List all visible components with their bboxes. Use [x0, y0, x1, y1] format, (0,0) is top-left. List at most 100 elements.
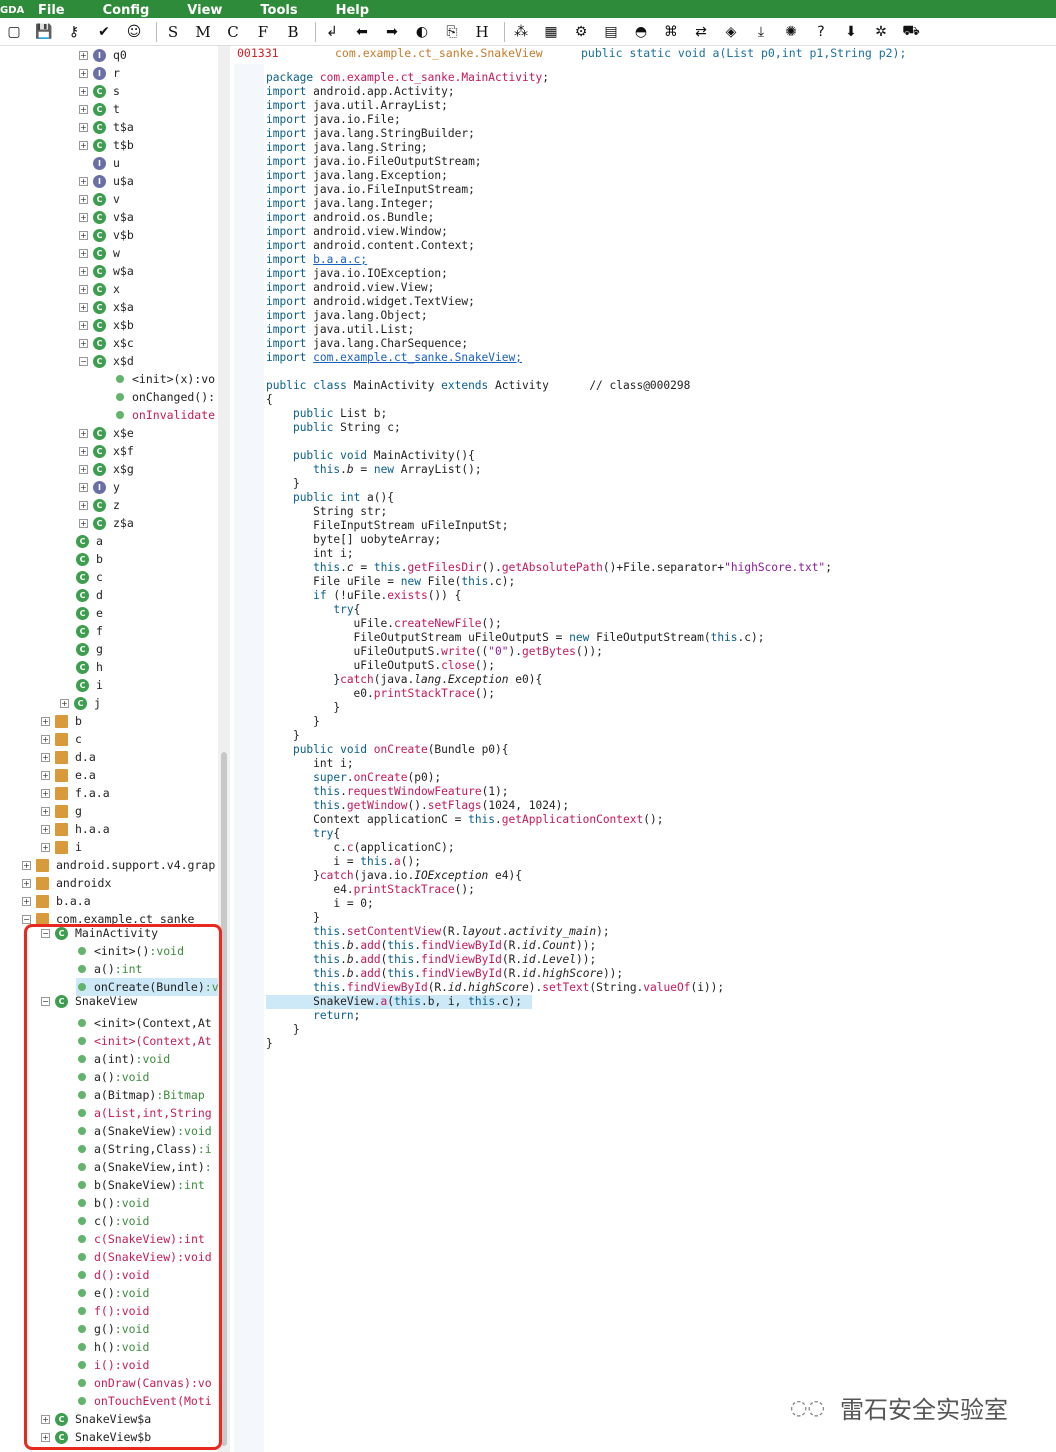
tree-method[interactable]: onTouchEvent(Moti: [76, 1392, 212, 1410]
code-line[interactable]: import com.example.ct_sanke.SnakeView;: [266, 351, 522, 364]
tree-method[interactable]: i():void: [76, 1356, 149, 1374]
tree-method[interactable]: a(Bitmap):Bitmap: [76, 1086, 205, 1104]
expand-toggle-icon[interactable]: +: [22, 896, 31, 906]
tree-method[interactable]: a():int: [76, 960, 142, 978]
code-line[interactable]: }catch(java.lang.Exception e0){: [266, 673, 543, 686]
tree-package[interactable]: +d.a: [41, 748, 96, 766]
code-line[interactable]: import java.lang.String;: [266, 141, 428, 154]
code-line[interactable]: }: [266, 1023, 300, 1036]
debug-icon[interactable]: ✲: [875, 23, 887, 40]
tree-package[interactable]: +g: [41, 802, 82, 820]
code-line[interactable]: import java.lang.CharSequence;: [266, 337, 469, 350]
expand-toggle-icon[interactable]: +: [79, 482, 88, 492]
code-line[interactable]: this.b = new ArrayList();: [313, 463, 482, 476]
expand-toggle-icon[interactable]: +: [41, 1414, 50, 1424]
code-line[interactable]: return;: [313, 1009, 361, 1022]
tree-package[interactable]: +b.a.a: [22, 892, 91, 910]
expand-toggle-icon[interactable]: +: [41, 806, 50, 816]
search-person-icon[interactable]: ☺: [126, 23, 142, 40]
tree-method[interactable]: a(SnakeView):void: [76, 1122, 212, 1140]
code-line[interactable]: import android.view.View;: [266, 281, 435, 294]
expand-toggle-icon[interactable]: +: [79, 68, 88, 78]
open-file-icon[interactable]: ▢: [7, 23, 21, 40]
code-line[interactable]: public int a(){: [292, 491, 394, 504]
android-icon[interactable]: ◐: [415, 23, 429, 40]
tree-method[interactable]: c():void: [76, 1212, 149, 1230]
code-line[interactable]: this.b.add(this.findViewById(R.id.highSc…: [313, 967, 624, 980]
expand-toggle-icon[interactable]: +: [41, 788, 50, 798]
code-line[interactable]: public class MainActivity extends Activi…: [266, 379, 691, 392]
back-icon[interactable]: ⬅: [356, 23, 368, 40]
android-head-icon[interactable]: ◓: [634, 23, 648, 40]
code-line[interactable]: c.c(applicationC);: [266, 841, 455, 854]
code-line[interactable]: import b.a.a.c;: [266, 253, 368, 266]
menu-file[interactable]: File: [38, 3, 65, 18]
expand-toggle-icon[interactable]: −: [41, 996, 50, 1006]
expand-toggle-icon[interactable]: +: [79, 500, 88, 510]
expand-toggle-icon[interactable]: +: [79, 428, 88, 438]
code-line[interactable]: int i;: [266, 757, 354, 770]
code-line[interactable]: }: [266, 477, 300, 490]
xref-icon[interactable]: ⎘: [446, 23, 458, 40]
code-line[interactable]: }: [266, 715, 320, 728]
help-icon[interactable]: ?: [817, 23, 825, 40]
code-line[interactable]: String str;: [266, 505, 388, 518]
tree-package[interactable]: +i: [41, 838, 82, 856]
tree-method[interactable]: e():void: [76, 1284, 149, 1302]
code-line[interactable]: if (!uFile.exists()) {: [313, 589, 462, 602]
code-line[interactable]: import java.lang.Integer;: [266, 197, 435, 210]
code-line[interactable]: FileOutputStream uFileOutputS = new File…: [266, 631, 765, 644]
code-line[interactable]: import android.view.Window;: [266, 225, 448, 238]
code-line[interactable]: import java.io.File;: [266, 113, 401, 126]
expand-toggle-icon[interactable]: +: [79, 248, 88, 258]
tree-method[interactable]: <init>():void: [76, 942, 184, 960]
code-line[interactable]: File uFile = new File(this.c);: [266, 575, 516, 588]
tree-method[interactable]: onDraw(Canvas):vo: [76, 1374, 212, 1392]
cart-icon[interactable]: ⛟: [902, 22, 920, 39]
expand-toggle-icon[interactable]: +: [22, 860, 31, 870]
expand-toggle-icon[interactable]: +: [79, 86, 88, 96]
expand-toggle-icon[interactable]: −: [79, 356, 88, 366]
expand-toggle-icon[interactable]: +: [79, 464, 88, 474]
code-line[interactable]: import java.lang.Object;: [266, 309, 428, 322]
tree-method[interactable]: d():void: [76, 1266, 149, 1284]
tree-method[interactable]: onChanged():: [114, 388, 215, 406]
code-line[interactable]: }: [266, 729, 300, 742]
code-line[interactable]: import android.app.Activity;: [266, 85, 455, 98]
download-icon[interactable]: ⬇: [845, 23, 857, 40]
toolbar-s-button[interactable]: S: [167, 22, 179, 41]
tree-method[interactable]: c(SnakeView):int: [76, 1230, 205, 1248]
scrollbar-thumb[interactable]: [221, 752, 227, 1446]
expand-toggle-icon[interactable]: +: [79, 104, 88, 114]
menu-view[interactable]: View: [187, 3, 223, 18]
code-line[interactable]: }: [266, 1037, 273, 1050]
tree-package[interactable]: +h.a.a: [41, 820, 110, 838]
code-line[interactable]: this.requestWindowFeature(1);: [313, 785, 509, 798]
code-line[interactable]: import java.io.FileInputStream;: [266, 183, 475, 196]
tree-method[interactable]: <init>(x):vo: [114, 370, 215, 388]
expand-toggle-icon[interactable]: +: [79, 194, 88, 204]
code-line[interactable]: SnakeView.a(this.b, i, this.c);: [266, 995, 532, 1009]
gear-icon[interactable]: ⚙: [574, 23, 588, 40]
